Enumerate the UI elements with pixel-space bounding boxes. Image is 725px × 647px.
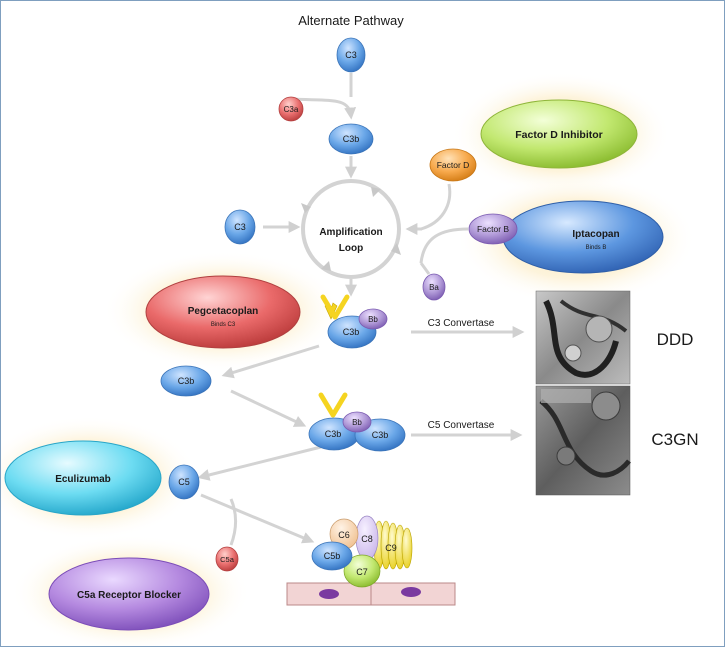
c5a-receptor-blocker-drug: C5a Receptor Blocker xyxy=(48,557,210,631)
c3b-to-c5-convertase-arrow xyxy=(230,389,307,427)
c5a-receptor-blocker-label: C5a Receptor Blocker xyxy=(77,590,181,601)
c3-top-label: C3 xyxy=(345,50,357,60)
factor-d-label: Factor D xyxy=(437,160,470,170)
c9-label: C9 xyxy=(385,543,397,553)
factor-b-molecule: Factor B xyxy=(468,213,518,245)
c3gn-label: C3GN xyxy=(651,430,698,449)
c8-label: C8 xyxy=(361,534,373,544)
pathway-arrows xyxy=(197,73,525,546)
ddd-micrograph xyxy=(535,290,631,385)
c3b-top-label: C3b xyxy=(343,134,360,144)
factor-d-molecule: Factor D xyxy=(429,148,477,182)
nucleus-icon xyxy=(401,587,421,597)
iptacopan-drug: Iptacopan Binds B xyxy=(502,200,664,274)
c5a-line xyxy=(229,498,237,546)
factor-d-inhibitor-drug: Factor D Inhibitor xyxy=(480,99,638,169)
c3-left-label: C3 xyxy=(234,222,246,232)
pegcetacoplan-sub: Binds C3 xyxy=(211,322,236,328)
pathway-title: Alternate Pathway xyxy=(298,13,404,28)
ba-label: Ba xyxy=(429,283,439,292)
c3gn-micrograph xyxy=(535,385,631,496)
ddd-label: DDD xyxy=(657,330,694,349)
c3b-conv3-label: C3b xyxy=(343,327,360,337)
c5b-label: C5b xyxy=(324,551,341,561)
c5-convertase-to-c5-arrow xyxy=(197,445,322,481)
eculizumab-drug: Eculizumab xyxy=(4,440,162,516)
c3a-molecule: C3a xyxy=(278,96,304,122)
nucleus-icon xyxy=(319,589,339,599)
ba-molecule: Ba xyxy=(422,273,446,301)
c3-top-molecule: C3 xyxy=(336,37,366,73)
c3b-free-label: C3b xyxy=(178,376,195,386)
c3-left-molecule: C3 xyxy=(224,209,256,245)
antibody-y-icon xyxy=(318,392,348,418)
c3-convertase-label: C3 Convertase xyxy=(428,318,495,329)
c5a-label: C5a xyxy=(220,555,235,564)
c5-label: C5 xyxy=(178,477,190,487)
c3b-conv5-left-label: C3b xyxy=(325,429,342,439)
membrane xyxy=(286,582,456,606)
c3b-conv5-right-label: C3b xyxy=(372,430,389,440)
factor-b-line xyxy=(419,227,469,264)
c7-label: C7 xyxy=(356,567,368,577)
c5-to-mac-arrow xyxy=(200,493,315,544)
factor-b-label: Factor B xyxy=(477,224,509,234)
c3-to-c3b-arrow xyxy=(290,97,357,120)
c3-convertase-complex: C3b Bb xyxy=(320,294,388,349)
c3b-free-molecule: C3b xyxy=(160,365,212,397)
c3b-top-molecule: C3b xyxy=(328,123,374,155)
c9-rings xyxy=(373,520,413,570)
membrane-attack-complex: C9 C8 C6 C7 C5b xyxy=(311,515,413,588)
pegcetacoplan-label: Pegcetacoplan xyxy=(188,306,259,317)
iptacopan-label: Iptacopan xyxy=(572,229,619,240)
factor-d-line xyxy=(420,183,452,231)
ba-line xyxy=(419,262,431,275)
iptacopan-sub: Binds B xyxy=(586,245,607,251)
c5a-molecule: C5a xyxy=(215,546,239,572)
bb-conv3-label: Bb xyxy=(368,315,378,324)
pegcetacoplan-drug: Pegcetacoplan Binds C3 xyxy=(145,275,301,349)
amplification-loop: Amplification Loop xyxy=(301,179,401,279)
c5-molecule: C5 xyxy=(168,464,200,500)
c5-convertase-label: C5 Convertase xyxy=(428,420,495,431)
c6-label: C6 xyxy=(338,530,350,540)
convertase-to-c3b-arrow xyxy=(221,344,320,379)
factor-d-inhibitor-label: Factor D Inhibitor xyxy=(515,129,603,141)
loop-label-line2: Loop xyxy=(339,243,363,254)
bb-conv5-label: Bb xyxy=(352,418,362,427)
c3a-label: C3a xyxy=(284,105,299,114)
c5-convertase-complex: C3b C3b Bb xyxy=(308,392,406,452)
loop-label-line1: Amplification xyxy=(319,227,382,238)
eculizumab-label: Eculizumab xyxy=(55,474,111,485)
